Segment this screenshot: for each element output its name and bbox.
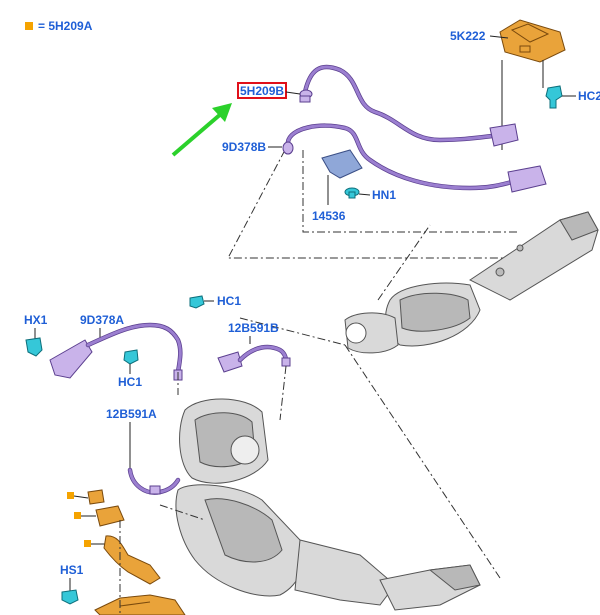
label-hc1-upper: HC1	[217, 294, 241, 308]
pointer-arrow-icon	[171, 103, 232, 157]
bracket-5k222	[499, 19, 566, 150]
clip-hs1-icon	[61, 589, 79, 605]
brackets-5h209a	[67, 489, 161, 585]
label-hc2: HC2	[578, 89, 600, 103]
clip-hn1-icon	[344, 187, 360, 199]
label-12b591b: 12B591B	[228, 321, 279, 335]
label-hn1: HN1	[372, 188, 396, 202]
harness-12b591a	[127, 467, 181, 495]
label-12b591a: 12B591A	[106, 407, 157, 421]
catalytic-converter-lower	[175, 398, 481, 611]
legend-text: = 5H209A	[38, 19, 93, 33]
bracket-14536	[321, 149, 363, 205]
harness-9d378a	[49, 322, 183, 381]
harness-9d378b	[282, 123, 547, 193]
clip-hx1-icon	[25, 337, 43, 357]
catalytic-converter-upper	[344, 211, 599, 354]
label-hx1: HX1	[24, 313, 48, 327]
label-hc1-lower: HC1	[118, 375, 142, 389]
label-hs1: HS1	[60, 563, 84, 577]
label-14536: 14536	[312, 209, 346, 223]
label-5k222: 5K222	[450, 29, 486, 43]
clip-hc2-icon	[545, 85, 563, 109]
label-5h209b: 5H209B	[240, 84, 284, 98]
label-9d378a: 9D378A	[80, 313, 124, 327]
label-9d378b: 9D378B	[222, 140, 266, 154]
clip-hc1-lower-icon	[123, 349, 139, 365]
heat-shield-lower	[94, 594, 186, 615]
highlight-box-5h209b	[237, 82, 287, 99]
legend-marker-icon	[25, 22, 33, 30]
projection-lines	[227, 149, 520, 579]
harness-12b591b	[217, 344, 291, 373]
legend: = 5H209A	[25, 19, 93, 33]
harness-5h209b	[299, 64, 519, 147]
clip-hc1-upper-icon	[189, 295, 205, 309]
